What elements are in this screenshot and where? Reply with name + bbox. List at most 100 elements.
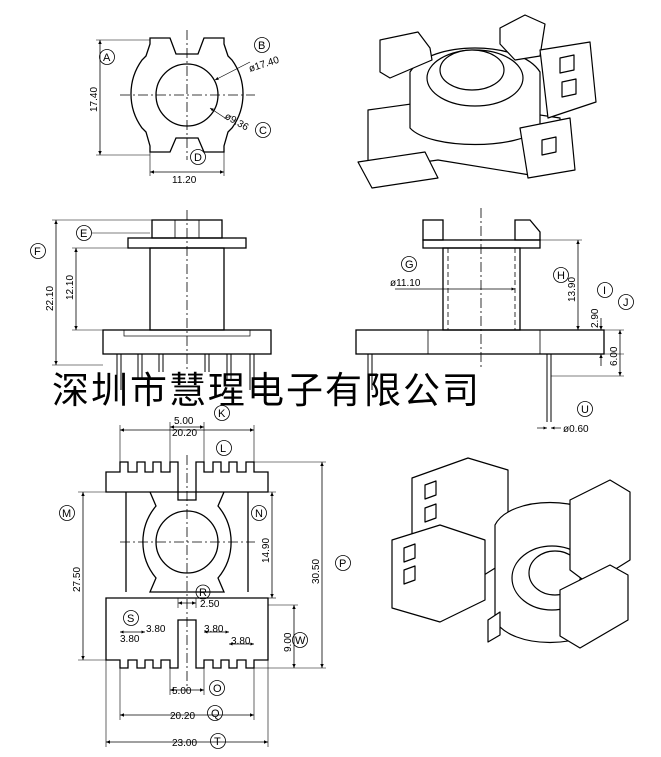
iso-slot	[403, 543, 416, 563]
label-circle	[597, 282, 613, 298]
dim-core-height: 12.10	[65, 275, 76, 300]
label-W: W	[295, 635, 306, 647]
top-view	[96, 30, 271, 176]
label-K: K	[218, 408, 226, 420]
watermark: 深圳市慧瑆电子有限公司	[52, 370, 481, 411]
label-circle	[30, 243, 46, 259]
bottom-top-pin-row	[105, 461, 269, 501]
label-C: C	[259, 125, 267, 137]
iso-base-front	[357, 151, 439, 189]
label-I: I	[603, 285, 606, 297]
iso-flange	[559, 564, 629, 649]
dim-total-height: 30.50	[311, 559, 322, 584]
top-view-outline	[130, 37, 244, 153]
iso-bore-inner	[439, 49, 505, 91]
side-base	[355, 329, 605, 355]
label-O: O	[213, 683, 222, 695]
dim-top-slot: 5.00	[174, 416, 194, 427]
label-S: S	[127, 613, 134, 625]
label-circle	[335, 555, 351, 571]
label-U: U	[581, 404, 589, 416]
side-top-flange	[422, 239, 541, 249]
side-left-post	[422, 219, 444, 241]
label-circle	[210, 733, 226, 749]
dim-bore: ø11.10	[390, 278, 421, 289]
front-view	[30, 210, 272, 390]
front-pins	[116, 354, 255, 390]
bottom-pin-row	[105, 597, 269, 669]
bottom-view	[59, 405, 351, 749]
dim-height: 17.40	[89, 87, 100, 112]
dim-h2: 2.90	[590, 308, 601, 328]
label-Q: Q	[211, 708, 220, 720]
label-P: P	[339, 558, 346, 570]
dim-top-width: 20.20	[172, 428, 197, 439]
label-G: G	[405, 259, 414, 271]
dim-total-height: 22.10	[45, 286, 56, 311]
leader-line	[209, 107, 229, 121]
dim-pin-dia: ø0.60	[563, 424, 589, 435]
label-circle	[99, 49, 115, 65]
label-circle	[195, 584, 211, 600]
dim-total-width: 23.00	[172, 738, 197, 749]
label-R: R	[199, 587, 207, 599]
label-circle	[553, 267, 569, 283]
leader-line	[214, 61, 251, 81]
label-N: N	[255, 508, 263, 520]
label-D: D	[194, 152, 202, 164]
label-T: T	[214, 736, 221, 748]
dim-h1: 13.90	[567, 277, 578, 302]
iso-slot	[424, 503, 437, 523]
label-circle	[76, 225, 92, 241]
iso-flange	[499, 14, 546, 61]
dim-bottom-slot: 5.00	[172, 686, 192, 697]
label-F: F	[34, 246, 41, 258]
label-circle	[209, 680, 225, 696]
label-B: B	[258, 40, 265, 52]
label-circle	[254, 37, 270, 53]
dim-height-left: 27.50	[72, 567, 83, 592]
dim-pitch-2: 3.80	[146, 624, 166, 635]
bottom-body-side	[125, 492, 249, 592]
ext-lines	[78, 422, 326, 747]
label-circle	[618, 294, 634, 310]
label-circle	[214, 405, 230, 421]
iso-slot	[561, 78, 577, 98]
label-circle	[577, 401, 593, 417]
dim-h3: 6.00	[609, 346, 620, 366]
dim-width: 11.20	[172, 175, 197, 186]
dim-pitch-1: 3.80	[120, 634, 140, 645]
label-E: E	[80, 228, 87, 240]
dim-inner-dia: ø9.36	[223, 111, 251, 134]
dim-pitch-4: 3.80	[231, 636, 251, 647]
bottom-body	[142, 491, 232, 593]
label-circle	[216, 440, 232, 456]
label-circle	[207, 705, 223, 721]
iso-pin-row	[539, 41, 597, 119]
iso-flange	[379, 31, 433, 79]
side-view	[355, 208, 634, 430]
label-circle	[251, 505, 267, 521]
iso-slot	[424, 480, 437, 500]
iso-slot	[541, 136, 557, 156]
dim-pin-len: 9.00	[283, 632, 294, 652]
iso-view-top	[357, 14, 597, 189]
iso-flange	[569, 479, 631, 586]
label-circle	[123, 610, 139, 626]
side-right-post	[514, 219, 541, 241]
iso-slot	[403, 565, 416, 585]
iso-slot	[559, 54, 575, 74]
label-M: M	[62, 508, 71, 520]
label-J: J	[623, 297, 629, 309]
label-circle	[255, 122, 271, 138]
dim-outer-dia: ø17.40	[248, 55, 281, 75]
dim-window: 14.90	[261, 538, 272, 563]
label-H: H	[557, 270, 565, 282]
dim-bottom-width: 20.20	[170, 711, 195, 722]
label-circle	[292, 632, 308, 648]
label-circle	[59, 505, 75, 521]
dim-gap: 2.50	[200, 599, 220, 610]
label-A: A	[103, 52, 111, 64]
label-L: L	[220, 443, 226, 455]
